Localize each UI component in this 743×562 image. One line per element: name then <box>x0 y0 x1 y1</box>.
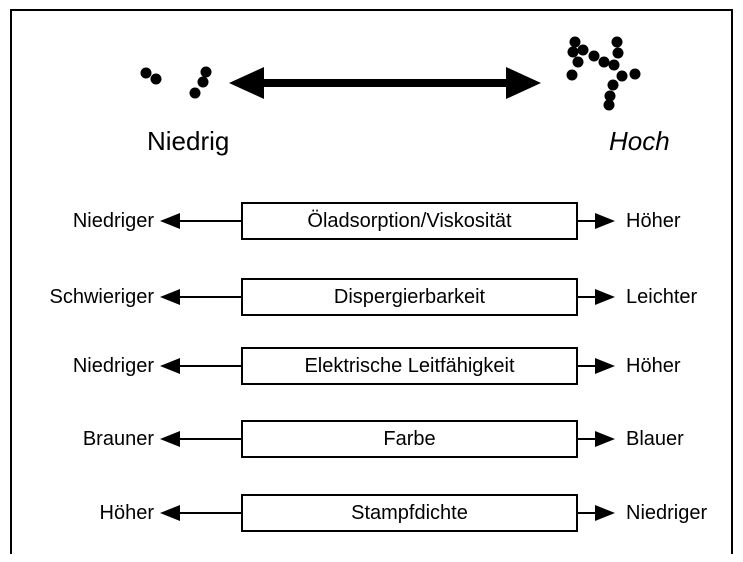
left-direction-label: Schwieriger <box>49 286 154 308</box>
main-double-arrow <box>229 67 541 99</box>
right-arrow <box>578 213 615 229</box>
right-direction-label: Blauer <box>626 428 684 450</box>
left-arrow <box>160 213 241 229</box>
right-arrow <box>578 505 615 521</box>
right-arrow <box>578 431 615 447</box>
property-box: Elektrische Leitfähigkeit <box>241 347 578 385</box>
right-direction-label: Leichter <box>626 286 698 308</box>
high-structure-particles-icon <box>566 36 641 111</box>
right-direction-label: Höher <box>626 355 681 377</box>
property-box: Dispergierbarkeit <box>241 278 578 316</box>
left-arrow <box>160 358 241 374</box>
left-direction-label: Höher <box>99 502 154 524</box>
right-direction-label: Höher <box>626 210 681 232</box>
right-arrow <box>578 289 615 305</box>
property-box: Farbe <box>241 420 578 458</box>
high-label: Hoch <box>609 126 670 156</box>
left-arrow <box>160 431 241 447</box>
left-direction-label: Niedriger <box>72 210 154 232</box>
right-arrow <box>578 358 615 374</box>
frame-border <box>10 9 733 554</box>
right-direction-label: Niedriger <box>626 502 708 524</box>
property-box: Stampfdichte <box>241 494 578 532</box>
left-arrow <box>160 289 241 305</box>
low-label: Niedrig <box>147 126 230 156</box>
row-arrows <box>160 213 615 521</box>
left-arrow <box>160 505 241 521</box>
low-structure-particles-icon <box>140 66 212 99</box>
left-direction-label: Brauner <box>82 428 154 450</box>
property-box: Öladsorption/Viskosität <box>241 202 578 240</box>
left-direction-label: Niedriger <box>72 355 154 377</box>
